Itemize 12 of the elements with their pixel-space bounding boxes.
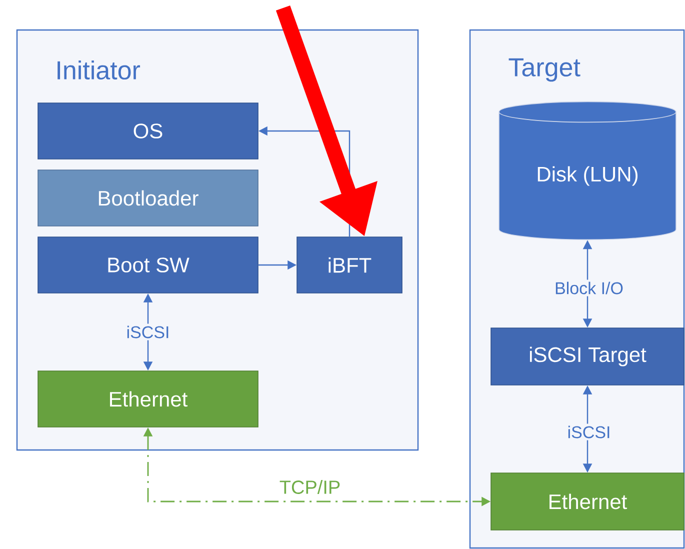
process-box: iBFT <box>296 236 402 294</box>
edge-label: iSCSI <box>565 424 613 440</box>
network-box: Ethernet <box>490 472 684 530</box>
process-box: iSCSI Target <box>490 328 684 386</box>
edge-label: Block I/O <box>552 280 626 296</box>
edge-label: iSCSI <box>124 324 172 340</box>
network-box: Ethernet <box>38 370 258 428</box>
edge-label: TCP/IP <box>280 480 340 494</box>
process-box: Boot SW <box>38 236 258 294</box>
process-box: OS <box>38 102 258 160</box>
process-box: Bootloader <box>38 170 258 226</box>
disk-cylinder: Disk (LUN) <box>498 101 676 240</box>
